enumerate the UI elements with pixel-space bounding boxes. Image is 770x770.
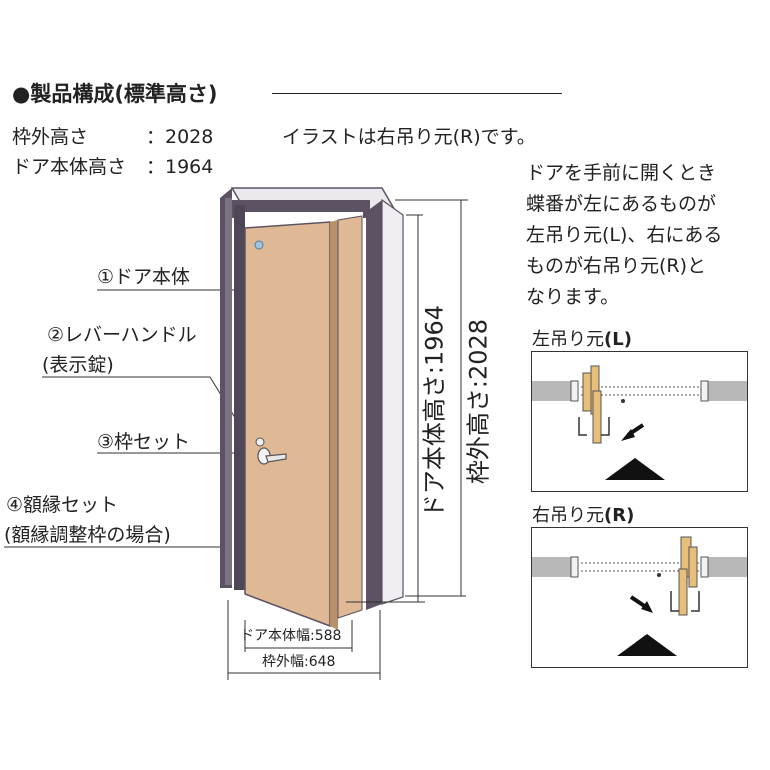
left-swing-arrow-icon [621,429,635,441]
right-swing-title: 右吊り元 [532,505,604,526]
title-rule [272,93,562,94]
indicator-icon [254,240,264,250]
spec-frame-label: 枠外高さ [12,126,89,148]
left-swing-code: (L) [604,329,632,350]
dim-door-height-text: ドア本体高さ:1964 [420,304,449,519]
explanation-line-5: なります。 [526,286,620,308]
door-leaf [244,221,331,628]
explanation-line-3: 左吊り元(L)、右にある [526,224,723,246]
label-lever-handle-sub: (表示錠) [42,354,114,376]
wall-left [532,381,577,401]
right-swing-code: (R) [604,505,635,526]
right-door-leaf [678,568,688,616]
right-viewer-triangle-icon [617,634,677,656]
left-swing-diagram [531,351,748,492]
spec-door-value: ：1964 [146,156,214,178]
label-door-body: ①ドア本体 [97,266,191,288]
spec-frame-value: ：2028 [146,126,214,148]
right-swing-diagram [531,527,748,668]
page-title: ●製品構成(標準高さ) [12,82,218,106]
left-door-leaf [592,390,602,444]
frame-right-jamb [366,200,382,610]
frame-left-jamb [234,205,245,590]
label-casing-set: ④額縁セット [6,494,119,516]
dim-frame-height-text: 枠外高さ:2028 [464,318,493,485]
label-lever-handle: ②レバーハンドル [47,324,197,346]
explanation-line-4: ものが右吊り元(R)と [526,255,707,277]
door-leaf-edge [330,220,338,630]
label-casing-set-sub: (額縁調整枠の場合) [4,524,171,546]
right-swing-arrow-icon [641,601,653,613]
dim-door-width-text: ドア本体幅:588 [240,628,342,644]
explanation-line-1: ドアを手前に開くとき [526,162,717,184]
spec-door-label: ドア本体高さ [12,156,127,178]
left-swing-title: 左吊り元 [532,329,604,350]
dim-frame-width-text: 枠外幅:648 [262,654,336,670]
left-viewer-triangle-icon [605,458,665,480]
label-frame-set: ③枠セット [97,431,191,453]
illustration-note: イラストは右吊り元(R)です。 [282,126,536,148]
explanation-line-2: 蝶番が左にあるものが [526,193,717,215]
wall-left [532,557,577,577]
wall-right [703,381,747,401]
wall-right [703,557,747,577]
